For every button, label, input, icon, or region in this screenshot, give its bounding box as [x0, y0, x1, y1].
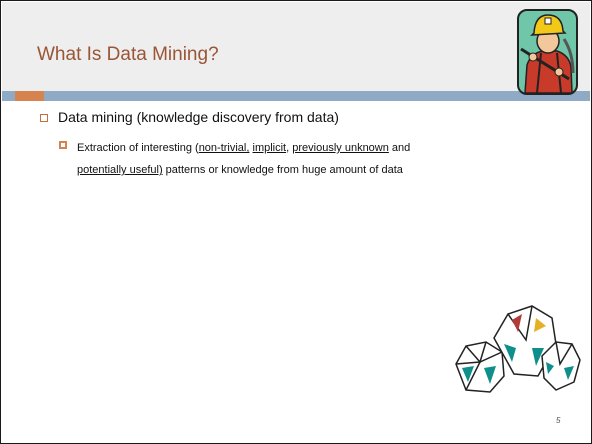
underlined-term: non-trivial,	[198, 142, 250, 154]
text-segment: Extraction of interesting	[77, 142, 196, 154]
text-segment: and	[388, 142, 411, 154]
diamonds-clipart	[455, 305, 581, 393]
accent-block	[15, 91, 44, 101]
bullet-square-icon	[40, 114, 48, 122]
text-segment: ,	[286, 142, 293, 154]
bullet-text-level1: Data mining (knowledge discovery from da…	[58, 109, 339, 125]
text-segment: (	[195, 142, 199, 154]
underlined-term: implicit	[252, 142, 287, 154]
miner-clipart	[517, 9, 578, 95]
text-segment: patterns or knowledge from huge amount o…	[162, 164, 403, 176]
page-number: 5	[556, 416, 561, 425]
bullet-text-level2: Extraction of interesting (non-trivial, …	[77, 137, 567, 181]
bullet-filled-square-icon	[59, 141, 67, 149]
accent-bar	[2, 91, 590, 101]
title-panel: What Is Data Mining?	[2, 2, 590, 91]
slide-title: What Is Data Mining?	[37, 44, 219, 65]
underlined-term: previously unknown	[292, 142, 389, 154]
underlined-term: potentially useful)	[77, 164, 163, 176]
